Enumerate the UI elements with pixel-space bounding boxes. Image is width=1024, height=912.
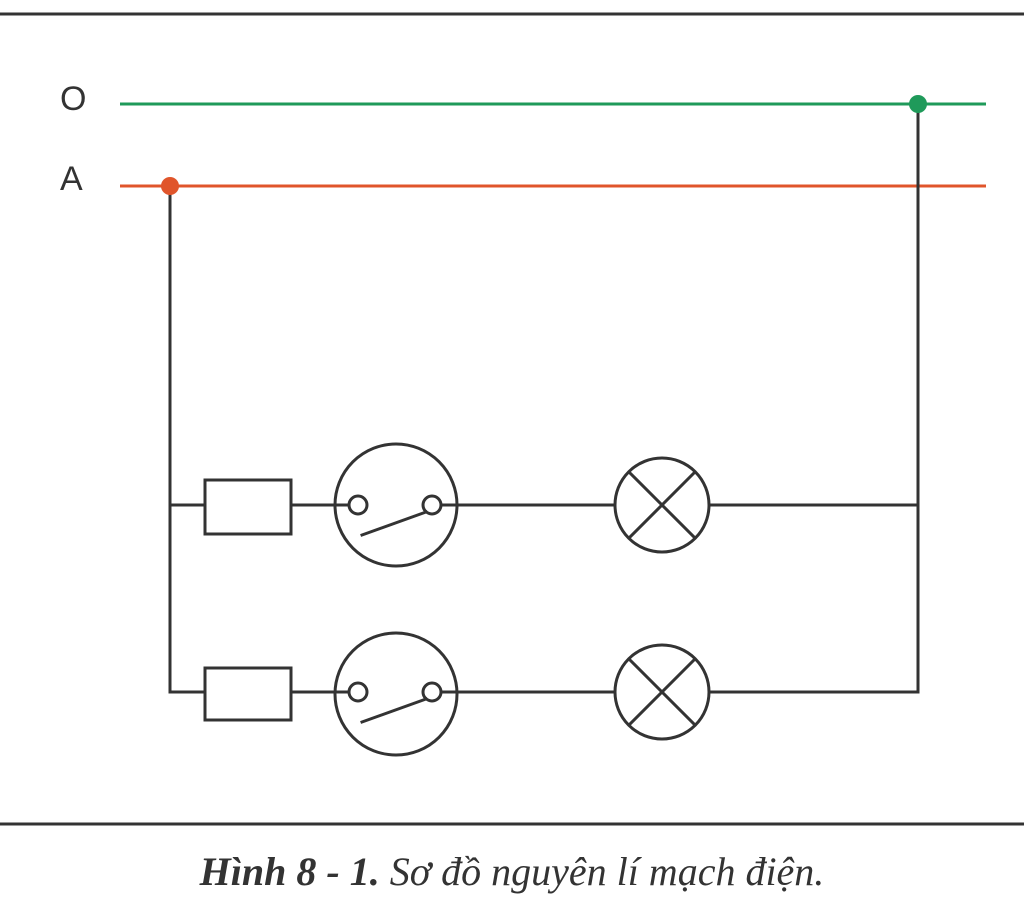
rail-label-a: A [60, 160, 83, 198]
fuse-symbol [203, 666, 293, 722]
rail-label-o: O [60, 80, 86, 118]
caption-text: Sơ đồ nguyên lí mạch điện. [389, 849, 825, 894]
junction-dot-o [909, 95, 927, 113]
switch-symbol [333, 631, 459, 757]
junction-dot-a [161, 177, 179, 195]
lamp-symbol [613, 456, 711, 554]
lamp-symbol [613, 643, 711, 741]
caption-number: Hình 8 - 1. [199, 849, 380, 894]
figure-caption: Hình 8 - 1. Sơ đồ nguyên lí mạch điện. [0, 852, 1024, 892]
fuse-symbol [203, 478, 293, 536]
branch-2 [168, 631, 920, 757]
switch-symbol [333, 442, 459, 568]
branch-1 [168, 442, 920, 568]
